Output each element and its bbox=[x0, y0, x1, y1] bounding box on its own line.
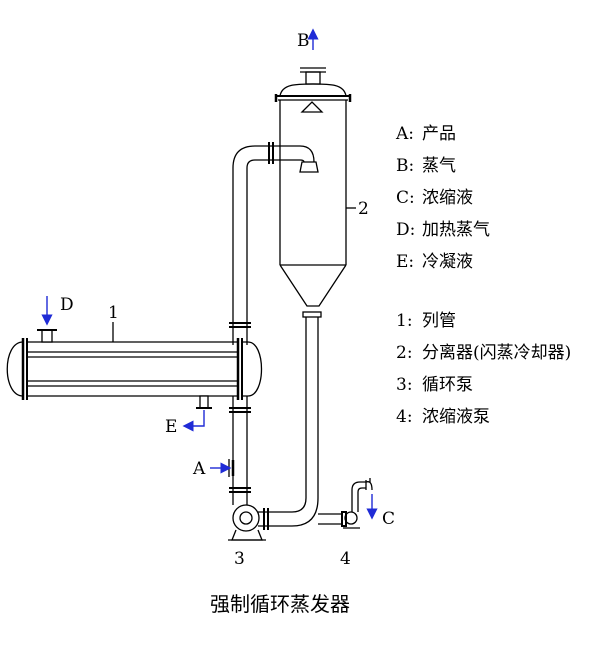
legend-item-4: 4:浓缩液泵 bbox=[396, 407, 490, 427]
label-port-d: D bbox=[60, 295, 74, 315]
legend: A:产品 B:蒸气 C:浓缩液 D:加热蒸气 E:冷凝液 1:列管 2:分离器(… bbox=[396, 118, 571, 433]
diagram-caption: 强制循环蒸发器 bbox=[210, 592, 350, 616]
label-port-e: E bbox=[165, 417, 177, 437]
legend-item-d: D:加热蒸气 bbox=[396, 220, 490, 240]
arrow-e-condensate bbox=[182, 410, 205, 432]
legend-item-1: 1:列管 bbox=[396, 311, 456, 331]
return-pipe bbox=[258, 317, 342, 530]
label-port-b: B bbox=[297, 31, 310, 51]
separator-vessel bbox=[274, 67, 356, 318]
label-part-1: 1 bbox=[108, 303, 119, 323]
label-part-3: 3 bbox=[234, 549, 245, 569]
inlet-pipe bbox=[229, 142, 319, 345]
concentrate-pump bbox=[341, 478, 373, 529]
circulation-pump bbox=[228, 504, 266, 541]
legend-item-b: B:蒸气 bbox=[396, 156, 456, 176]
label-part-2: 2 bbox=[358, 199, 369, 219]
legend-item-c: C:浓缩液 bbox=[396, 188, 473, 208]
tube-heater bbox=[6, 322, 263, 409]
legend-item-a: A:产品 bbox=[396, 124, 456, 144]
downcomer-pipe bbox=[228, 396, 251, 505]
label-port-a: A bbox=[192, 459, 206, 479]
label-part-4: 4 bbox=[340, 549, 351, 569]
legend-item-e: E:冷凝液 bbox=[396, 252, 473, 272]
legend-item-2: 2:分离器(闪蒸冷却器) bbox=[396, 343, 572, 363]
label-port-c: C bbox=[382, 509, 395, 529]
legend-item-3: 3:循环泵 bbox=[396, 375, 473, 395]
